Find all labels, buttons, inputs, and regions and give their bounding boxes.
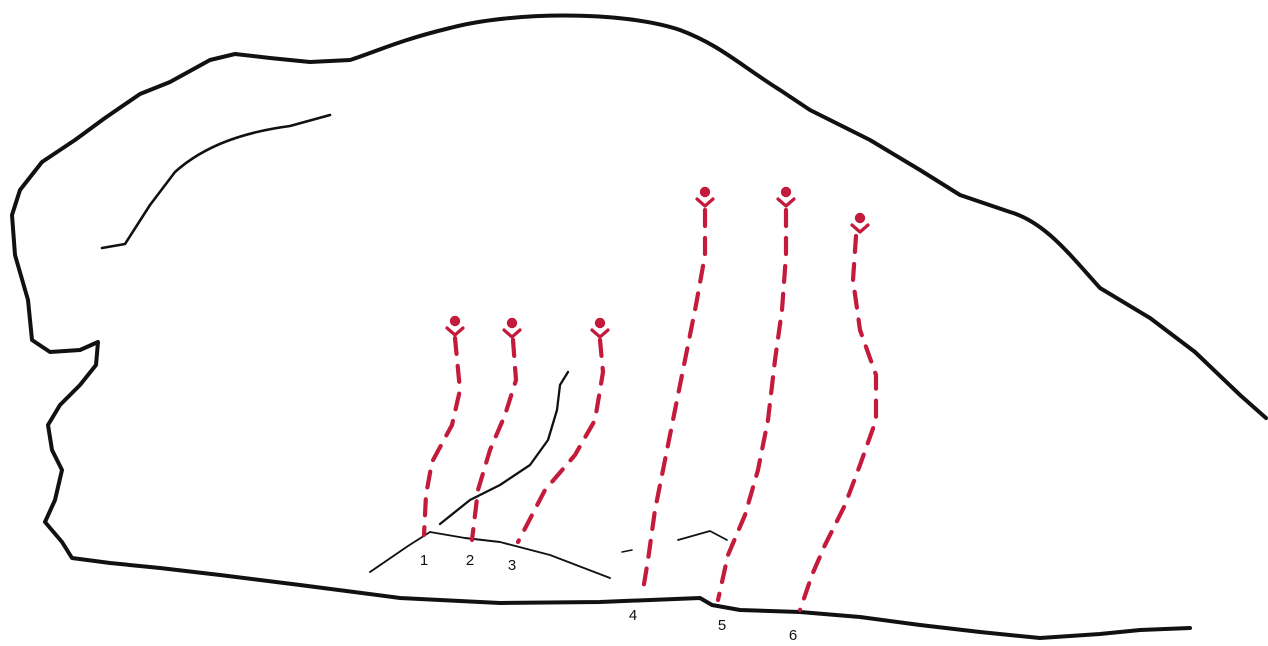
belay-anchor-icon [592, 318, 608, 337]
belay-anchor-icon [852, 213, 868, 232]
route-numbers: 1 2 3 4 5 6 [420, 552, 797, 644]
rock-outline [12, 16, 1266, 639]
belay-anchor-icon [778, 187, 794, 206]
route-number-3: 3 [508, 557, 516, 574]
route-line-5 [718, 210, 786, 600]
rock-ledge-line [102, 115, 330, 248]
route-line-1 [424, 338, 460, 535]
belay-anchor-icon [697, 187, 713, 206]
rock-outlines [12, 16, 1266, 639]
belay-anchor-icon [504, 318, 520, 337]
route-number-5: 5 [718, 617, 726, 634]
route-number-6: 6 [789, 627, 797, 644]
base-terrain-line [370, 532, 610, 578]
belay-anchor-icon [447, 316, 463, 335]
rock-fragment-line [622, 550, 632, 552]
route-line-3 [518, 340, 603, 542]
rock-bump-line [678, 531, 727, 540]
route-line-2 [472, 340, 516, 540]
route-number-1: 1 [420, 552, 428, 569]
route-line-6 [800, 236, 876, 610]
route-number-4: 4 [629, 607, 637, 624]
route-anchors [447, 187, 868, 337]
route-line-4 [642, 210, 705, 596]
route-lines [424, 210, 876, 610]
route-number-2: 2 [466, 552, 474, 569]
